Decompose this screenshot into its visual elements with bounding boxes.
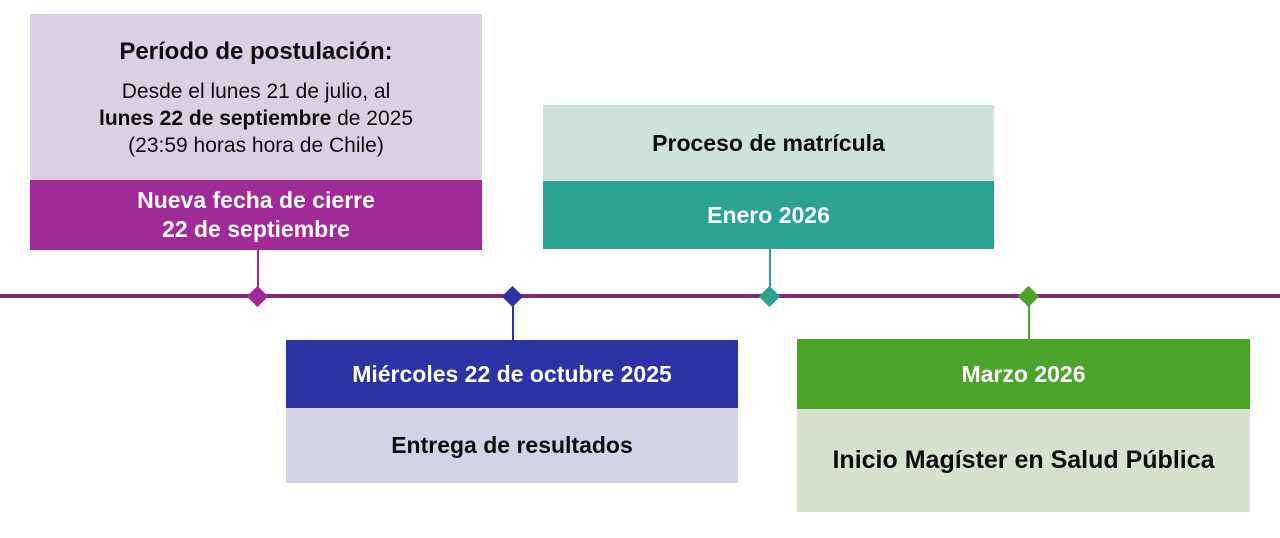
connector-inicio (1028, 300, 1030, 339)
postulacion-deadline-bold: lunes 22 de septiembre (98, 107, 332, 130)
milestone-card-postulacion: Período de postulación: Desde el lunes 2… (30, 14, 482, 250)
matricula-title: Proceso de matrícula (543, 105, 994, 181)
postulacion-banner: Nueva fecha de cierre 22 de septiembre (30, 180, 482, 250)
postulacion-body-line2: lunes 22 de septiembre de 2025 (30, 105, 482, 132)
postulacion-banner-line2: 22 de septiembre (162, 216, 350, 242)
inicio-date-banner: Marzo 2026 (797, 339, 1250, 409)
resultados-title: Entrega de resultados (286, 408, 738, 483)
matricula-date: Enero 2026 (707, 201, 830, 228)
postulacion-body-line1: Desde el lunes 21 de julio, al (121, 80, 391, 103)
connector-postulacion (257, 250, 259, 292)
diamond-marker-matricula-icon (758, 285, 781, 308)
diamond-marker-resultados-icon (501, 285, 524, 308)
diamond-marker-inicio-icon (1017, 285, 1040, 308)
resultados-date-banner: Miércoles 22 de octubre 2025 (286, 340, 738, 408)
inicio-title: Inicio Magíster en Salud Pública (797, 409, 1250, 512)
timeline-axis (0, 294, 1280, 298)
milestone-card-resultados: Miércoles 22 de octubre 2025 Entrega de … (286, 340, 738, 483)
postulacion-title: Período de postulación: (119, 38, 393, 65)
postulacion-detail-panel: Período de postulación: Desde el lunes 2… (30, 14, 482, 180)
postulacion-banner-line1: Nueva fecha de cierre (137, 187, 375, 213)
milestone-card-inicio: Marzo 2026 Inicio Magíster en Salud Públ… (797, 339, 1250, 512)
resultados-date: Miércoles 22 de octubre 2025 (352, 360, 672, 387)
inicio-date: Marzo 2026 (961, 360, 1086, 387)
milestone-card-matricula: Proceso de matrícula Enero 2026 (543, 105, 994, 249)
connector-matricula (769, 249, 771, 292)
matricula-date-banner: Enero 2026 (543, 181, 994, 249)
postulacion-deadline-year: de 2025 (331, 107, 413, 130)
postulacion-body-line3: (23:59 horas hora de Chile) (128, 134, 384, 157)
connector-resultados (512, 300, 514, 340)
diamond-marker-postulacion-icon (246, 285, 269, 308)
